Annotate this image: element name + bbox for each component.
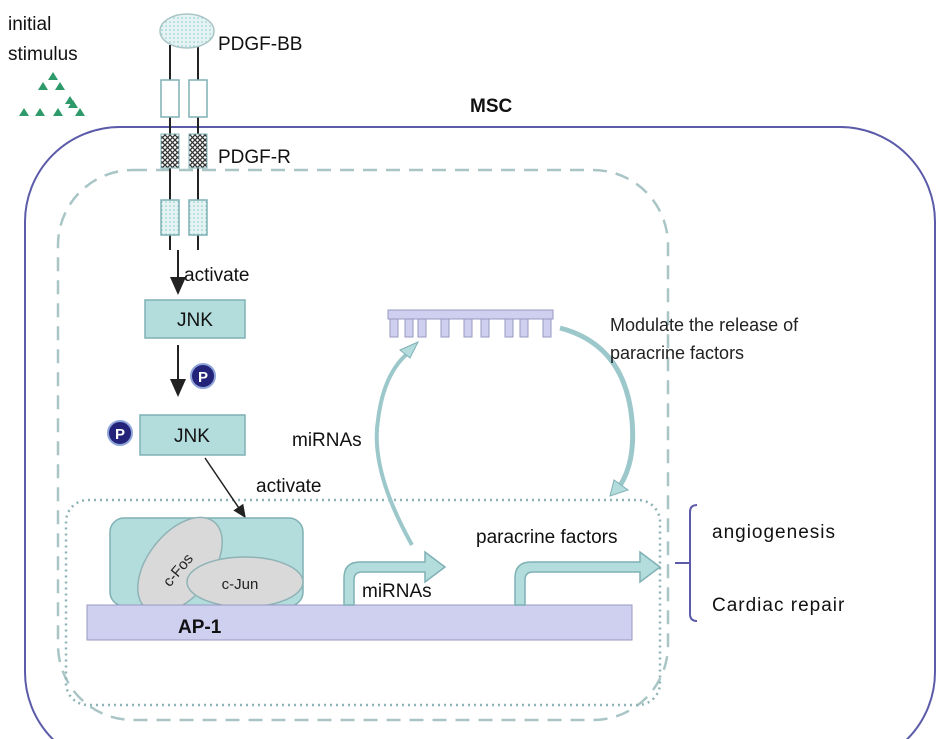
initial-stimulus-label: initial xyxy=(8,14,51,35)
mirna-feedback-curve-arrow xyxy=(374,348,414,546)
ap1-label: AP-1 xyxy=(178,617,222,638)
activate-label-1: activate xyxy=(184,265,249,286)
phosphate-label: P xyxy=(198,369,208,386)
modulate-label-1: Modulate the release of xyxy=(610,315,799,335)
outcome-bracket xyxy=(675,504,698,622)
cell-label: MSC xyxy=(470,96,513,117)
phospho-jnk-box xyxy=(139,414,246,456)
cytoplasm-boundary xyxy=(56,168,670,722)
phosphate-label-2: P xyxy=(115,426,125,443)
outcome-angiogenesis: angiogenesis xyxy=(712,522,836,543)
paracrine-transcript-label: paracrine factors xyxy=(476,527,618,548)
activate-label-2: activate xyxy=(256,476,321,497)
c-jun-label: c-Jun xyxy=(222,576,259,593)
outcome-cardiac-repair: Cardiac repair xyxy=(712,595,845,616)
mirna-curve-arrowhead xyxy=(399,340,420,359)
phosphate-icon xyxy=(190,363,216,389)
modulate-curve-arrowhead xyxy=(609,479,630,497)
initial-stimulus-label-2: stimulus xyxy=(8,44,78,65)
pdgf-receptor xyxy=(160,45,208,250)
mirnas-transcript-label: miRNAs xyxy=(362,581,432,602)
mrna-target-comb xyxy=(387,309,554,338)
activate-arrow-2 xyxy=(204,457,246,519)
phospho-jnk-label: JNK xyxy=(174,426,210,447)
dna-strand xyxy=(86,604,633,641)
stimulus-triangles-icon xyxy=(19,72,85,116)
phosphate-icon-2 xyxy=(107,420,133,446)
pdgf-bb-label: PDGF-BB xyxy=(218,34,302,55)
msc-cell-membrane xyxy=(24,126,936,739)
paracrine-transcription-arrow xyxy=(514,550,662,606)
jnk-label: JNK xyxy=(177,310,213,331)
pdgf-bb-ligand xyxy=(159,13,215,49)
modulate-curve-arrow xyxy=(559,325,636,492)
modulate-label-2: paracrine factors xyxy=(610,343,744,363)
mirnas-curve-label: miRNAs xyxy=(292,430,362,451)
pdgf-r-label: PDGF-R xyxy=(218,147,291,168)
mirna-transcription-arrow xyxy=(343,550,447,606)
jnk-box xyxy=(144,299,246,339)
